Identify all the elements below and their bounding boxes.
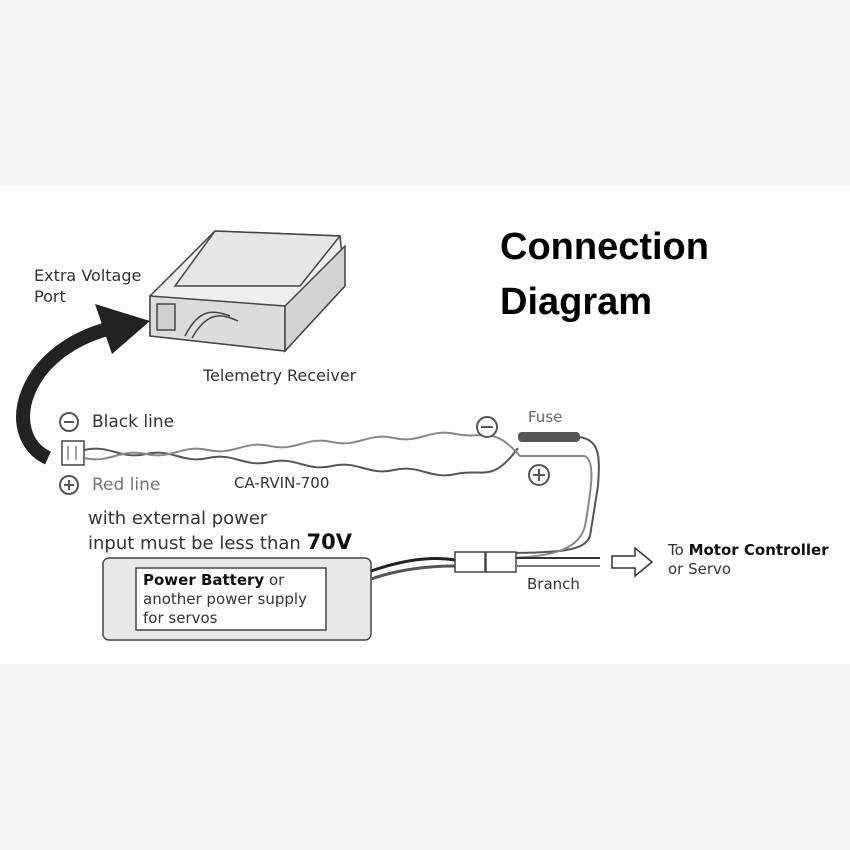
telemetry-receiver-box — [149, 230, 346, 353]
output-arrow — [611, 546, 654, 578]
title-line-1: Connection — [500, 226, 709, 268]
motor-prefix: To — [668, 541, 689, 559]
black-line-label: Black line — [92, 412, 175, 432]
twisted-cable-b — [83, 431, 585, 461]
red-line-label: Red line — [92, 475, 161, 495]
extra-voltage-port-label-2: Port — [34, 287, 66, 306]
external-power-prefix: input must be less than — [88, 533, 307, 554]
battery-label-3: for servos — [143, 609, 218, 627]
fuse-label: Fuse — [528, 408, 563, 426]
branch-label: Branch — [527, 575, 580, 593]
arrow-to-port — [16, 319, 122, 465]
telemetry-receiver-label: Telemetry Receiver — [203, 366, 357, 385]
battery-bold: Power Battery — [143, 571, 265, 589]
motor-label-1: To Motor Controller — [668, 541, 829, 559]
motor-bold: Motor Controller — [688, 541, 829, 559]
branch-connector-a — [454, 551, 486, 573]
battery-label-2: another power supply — [143, 590, 307, 608]
battery-label-1: Power Battery or — [143, 571, 284, 589]
connector — [61, 440, 85, 466]
title-line-2: Diagram — [500, 281, 653, 323]
connection-diagram — [16, 230, 654, 641]
diagram-panel: Connection Diagram Extra Voltage Port Te… — [0, 186, 850, 664]
external-power-value: 70V — [306, 530, 353, 554]
motor-label-2: or Servo — [668, 560, 732, 578]
extra-voltage-port-label-1: Extra Voltage — [34, 266, 142, 285]
polarity-symbols — [59, 412, 550, 495]
fuse — [518, 432, 580, 442]
twisted-cable-a — [83, 447, 519, 477]
external-power-label-2: input must be less than 70V — [88, 530, 352, 554]
battery-rest: or — [264, 571, 285, 589]
branch-connector-b — [485, 551, 517, 573]
arrow-head — [95, 304, 150, 354]
external-power-label-1: with external power — [88, 508, 268, 529]
cable-label: CA-RVIN-700 — [234, 474, 330, 492]
